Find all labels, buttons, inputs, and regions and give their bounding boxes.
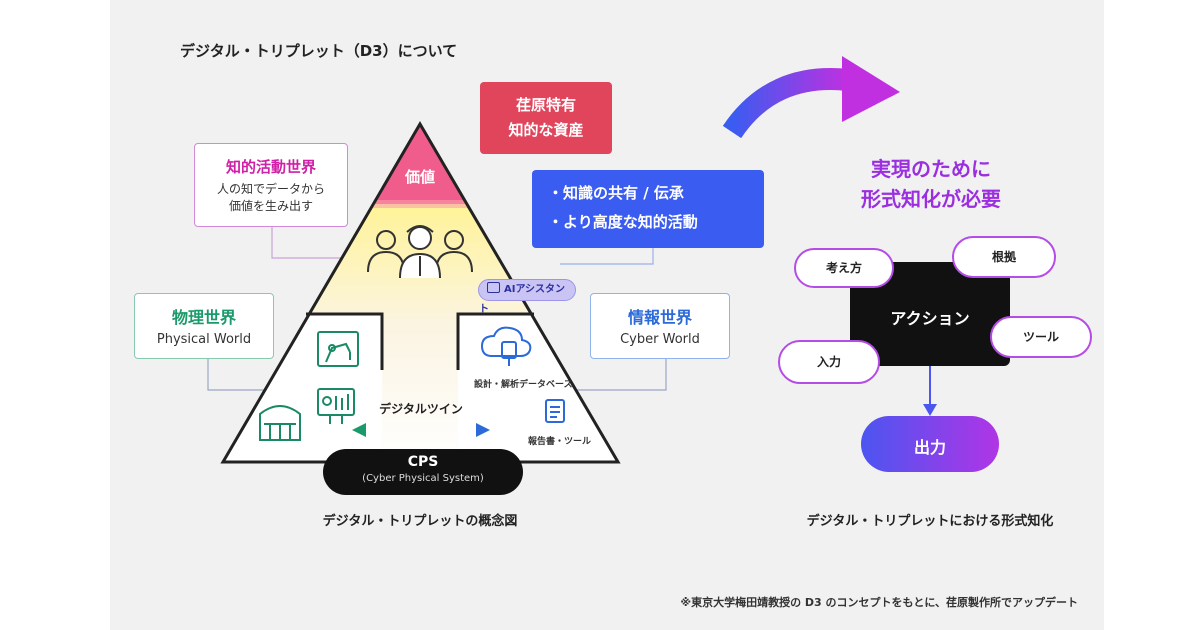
chart-icon <box>487 282 500 293</box>
ebara-asset-line2: 知的な資産 <box>508 121 584 139</box>
ai-assistant-badge[interactable]: AIアシスタント <box>478 279 576 315</box>
tool-pill: ツール <box>990 316 1092 358</box>
headline-line2: 形式知化が必要 <box>861 187 1001 211</box>
curved-arrow-icon <box>722 56 900 139</box>
cps-title: CPS <box>407 454 439 470</box>
think-pill: 考え方 <box>794 248 894 288</box>
connector-lines <box>207 226 667 391</box>
cloud-database-icon <box>480 326 532 366</box>
physical-world-sub: Physical World <box>156 332 252 347</box>
physical-world-heading: 物理世界 <box>171 308 236 327</box>
action-label: アクション <box>890 309 970 328</box>
page-title: デジタル・トリプレット（D3）について <box>180 42 458 60</box>
footnote: ※東京大学梅田靖教授の D3 のコンセプトをもとに、荏原製作所でアップデート <box>680 596 1078 609</box>
value-label: 価値 <box>404 168 435 186</box>
cyber-world-heading: 情報世界 <box>627 308 692 327</box>
headline: 実現のために 形式知化が必要 <box>816 154 1046 214</box>
ebara-asset-line1: 荏原特有 <box>515 96 576 114</box>
cps-pill <box>323 449 523 495</box>
design-database-label: 設計・解析データベース <box>474 380 573 390</box>
intellectual-world-box: 知的活動世界 人の知でデータから 価値を生み出す <box>194 143 348 227</box>
basis-pill: 根拠 <box>952 236 1056 278</box>
document-icon <box>545 399 565 423</box>
digital-twin-arrow <box>352 423 490 437</box>
output-label: 出力 <box>913 438 946 457</box>
headline-line1: 実現のために <box>871 157 991 181</box>
physical-world-box: 物理世界 Physical World <box>134 293 274 359</box>
digital-twin-label: デジタルツイン <box>379 402 463 416</box>
intellectual-world-line2: 価値を生み出す <box>228 199 313 213</box>
control-panel-icon <box>317 388 355 424</box>
output-arrowhead <box>923 404 937 416</box>
output-pill-bg <box>861 416 999 472</box>
robot-arm-icon <box>317 331 359 367</box>
ai-assistant-label: AIアシスタント <box>479 284 566 315</box>
right-caption: デジタル・トリプレットにおける形式知化 <box>806 514 1054 529</box>
knowledge-sharing-line2: ・より高度な知的活動 <box>548 213 698 231</box>
workers-icon <box>367 225 473 279</box>
left-caption: デジタル・トリプレットの概念図 <box>322 514 518 529</box>
input-pill: 入力 <box>778 340 880 384</box>
cyber-world-sub: Cyber World <box>620 332 700 347</box>
cps-subtitle: (Cyber Physical System) <box>362 473 484 484</box>
knowledge-sharing-box: ・知識の共有 / 伝承 ・より高度な知的活動 <box>532 170 764 248</box>
intellectual-world-heading: 知的活動世界 <box>225 158 316 176</box>
cyber-world-box: 情報世界 Cyber World <box>590 293 730 359</box>
ebara-asset-box: 荏原特有 知的な資産 <box>480 82 612 154</box>
intellectual-world-line1: 人の知でデータから <box>216 182 325 196</box>
factory-icon <box>259 405 301 441</box>
action-block <box>850 262 1010 366</box>
reports-tools-label: 報告書・ツール <box>528 437 592 447</box>
knowledge-sharing-line1: ・知識の共有 / 伝承 <box>548 184 684 202</box>
